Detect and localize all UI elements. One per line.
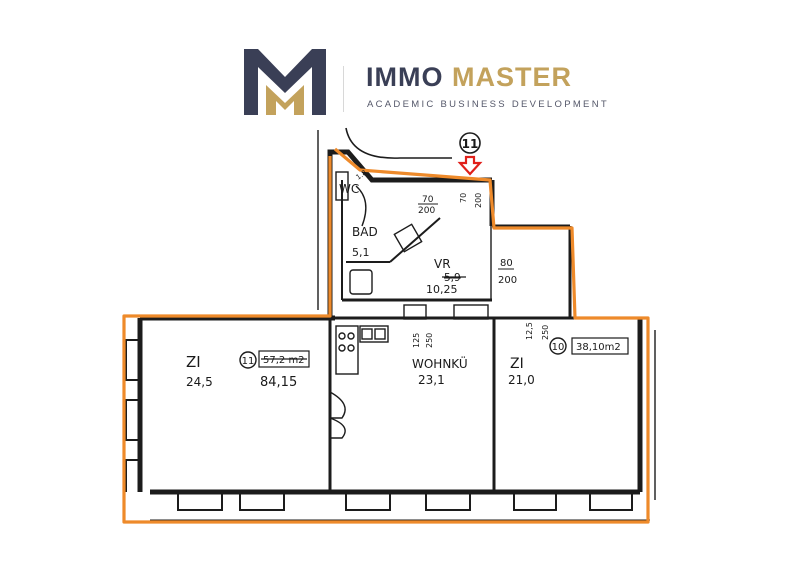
room-label-bad: BAD xyxy=(352,225,378,239)
dim-label: 200 xyxy=(418,206,435,216)
window-bays-bottom xyxy=(150,492,650,521)
dim-label: 250 xyxy=(425,333,434,348)
dim-label: 80 xyxy=(500,258,513,269)
dim-label: 200 xyxy=(498,275,517,286)
unit-marker-11 xyxy=(239,351,257,369)
dim-label: 250 xyxy=(541,325,550,340)
unit-marker-10-label: 10 xyxy=(552,342,565,353)
unit-marker-top xyxy=(459,132,481,154)
window-bays-left xyxy=(125,339,140,492)
room-label-zi-left: ZI xyxy=(186,353,201,371)
room-area-zi-right: 21,0 xyxy=(508,373,535,387)
unit-marker-11-label: 11 xyxy=(242,356,255,367)
room-label-wc: WC xyxy=(339,182,359,196)
door-swing xyxy=(329,185,367,439)
room-label-wohnku: WOHNKÜ xyxy=(412,355,468,371)
room-area-bad: 5,1 xyxy=(352,246,370,259)
unit-area-left-old: 57,2 m2 xyxy=(263,355,305,366)
kitchen-counter xyxy=(335,325,389,375)
dim-label: 12,5 xyxy=(525,322,534,340)
dim-label: 70 xyxy=(422,195,434,205)
room-area-wohnku: 23,1 xyxy=(418,373,445,387)
unit-area-box-right xyxy=(571,337,629,355)
room-label-zi-right: ZI xyxy=(510,356,524,372)
brand-tagline: ACADEMIC BUSINESS DEVELOPMENT xyxy=(367,99,609,110)
stairwell-curve xyxy=(345,127,452,159)
unit-marker-top-label: 11 xyxy=(462,137,479,151)
dim-label: 200 xyxy=(474,193,483,208)
logo-divider xyxy=(343,66,344,112)
room-label-vr: VR xyxy=(434,257,451,271)
brand-name-part2: MASTER xyxy=(452,62,573,92)
walls xyxy=(137,149,643,495)
brand-name: IMMO MASTER xyxy=(366,64,572,91)
bath-fixtures xyxy=(335,171,489,320)
header: IMMO MASTER ACADEMIC BUSINESS DEVELOPMEN… xyxy=(0,0,800,125)
dim-label: 70 xyxy=(459,193,468,203)
room-area-vr-old: 5,9 xyxy=(444,272,461,284)
immo-master-logo-icon xyxy=(244,49,326,115)
apartment-outline xyxy=(122,147,650,524)
unit-marker-10 xyxy=(549,337,567,355)
dim-label: 125 xyxy=(412,333,421,348)
unit-area-left-new: 84,15 xyxy=(260,375,297,390)
unit-area-right: 38,10m2 xyxy=(576,342,621,353)
brand-name-part1: IMMO xyxy=(366,62,444,92)
entrance-arrow-icon xyxy=(457,155,483,176)
unit-area-box-left xyxy=(258,350,310,368)
room-area-vr: 10,25 xyxy=(426,283,458,296)
room-area-zi-left: 24,5 xyxy=(186,375,213,389)
